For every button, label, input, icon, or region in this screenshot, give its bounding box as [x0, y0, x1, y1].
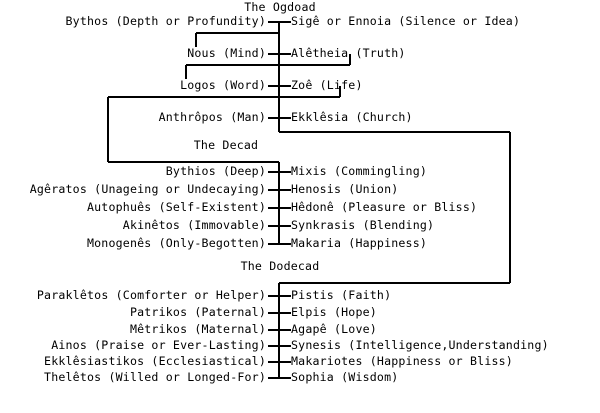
aeon-left-decad-1: Bythios (Deep)	[165, 164, 266, 178]
section-title-dodecad: The Dodecad	[240, 259, 320, 273]
aeon-right-ogdoad-4: Ekklêsia (Church)	[291, 110, 413, 124]
aeon-left-dodecad-3: Mêtrikos (Maternal)	[129, 322, 266, 336]
aeon-right-ogdoad-1: Sigê or Ennoia (Silence or Idea)	[291, 14, 521, 28]
aeon-right-decad-5: Makaria (Happiness)	[291, 236, 428, 250]
aeon-right-dodecad-3: Agapê (Love)	[291, 322, 377, 336]
aeon-left-ogdoad-4: Anthrôpos (Man)	[158, 110, 266, 124]
aeon-left-ogdoad-3: Logos (Word)	[180, 78, 266, 92]
aeon-left-dodecad-2: Patrikos (Paternal)	[129, 305, 266, 319]
aeon-right-ogdoad-2: Alêtheia (Truth)	[291, 46, 406, 60]
aeon-right-decad-3: Hêdonê (Pleasure or Bliss)	[291, 200, 478, 214]
aeon-right-decad-2: Henosis (Union)	[291, 182, 399, 196]
aeon-right-dodecad-4: Synesis (Intelligence,Understanding)	[291, 338, 549, 352]
aeon-left-decad-3: Autophuês (Self-Existent)	[86, 200, 266, 214]
aeon-right-dodecad-5: Makariotes (Happiness or Bliss)	[291, 354, 513, 368]
aeon-right-dodecad-1: Pistis (Faith)	[291, 288, 392, 302]
aeon-right-decad-4: Synkrasis (Blending)	[291, 218, 435, 232]
aeon-left-decad-2: Agêratos (Unageing or Undecaying)	[29, 182, 266, 196]
aeon-right-ogdoad-3: Zoê (Life)	[291, 78, 363, 92]
aeon-left-dodecad-5: Ekklêsiastikos (Ecclesiastical)	[44, 354, 266, 368]
aeon-right-dodecad-2: Elpis (Hope)	[291, 305, 377, 319]
section-title-decad: The Decad	[193, 138, 259, 152]
aeon-right-dodecad-6: Sophia (Wisdom)	[291, 370, 399, 384]
aeon-left-decad-4: Akinêtos (Immovable)	[122, 218, 266, 232]
aeon-left-ogdoad-1: Bythos (Depth or Profundity)	[65, 14, 266, 28]
aeon-left-dodecad-4: Ainos (Praise or Ever-Lasting)	[51, 338, 266, 352]
aeon-left-dodecad-6: Thelêtos (Willed or Longed-For)	[44, 370, 266, 384]
aeon-right-decad-1: Mixis (Commingling)	[291, 164, 428, 178]
aeon-left-ogdoad-2: Nous (Mind)	[187, 46, 266, 60]
section-title-ogdoad: The Ogdoad	[244, 0, 316, 14]
aeon-left-decad-5: Monogenês (Only-Begotten)	[86, 236, 266, 250]
aeon-left-dodecad-1: Paraklêtos (Comforter or Helper)	[36, 288, 266, 302]
